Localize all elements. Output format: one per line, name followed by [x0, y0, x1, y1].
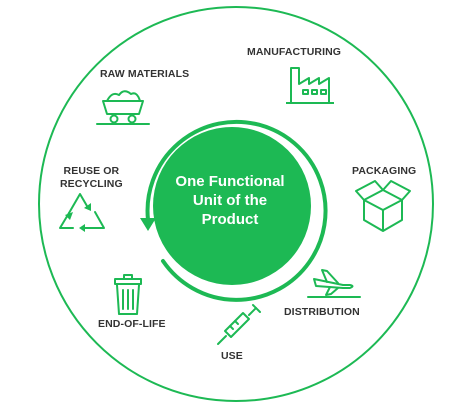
factory-icon: [286, 67, 334, 104]
center-label-line3: Product: [201, 211, 259, 228]
center-circle: [153, 127, 311, 285]
syringe-icon: [217, 304, 261, 345]
center-label: One Functional Unit of the Product: [145, 172, 315, 229]
stage-label-manufacturing: MANUFACTURING: [247, 46, 342, 58]
trash-can-icon: [114, 274, 142, 315]
center-label-line1: One Functional: [175, 173, 285, 190]
stage-label-reuse-line1: REUSE OR: [63, 165, 120, 177]
box-icon: [355, 180, 411, 232]
stage-label-end-of-life: END-OF-LIFE: [98, 318, 166, 330]
stage-label-reuse-or-recycling: REUSE OR RECYCLING: [60, 165, 123, 191]
mine-cart-icon: [96, 90, 150, 125]
stage-label-raw-materials: RAW MATERIALS: [100, 68, 190, 80]
recycle-icon: [59, 193, 105, 232]
center-label-line2: Unit of the: [192, 192, 268, 209]
stage-label-use: USE: [221, 350, 243, 362]
stage-label-packaging: PACKAGING: [352, 165, 417, 177]
stage-label-distribution: DISTRIBUTION: [284, 306, 360, 318]
cycle-arrow: [140, 119, 328, 302]
airplane-icon: [307, 269, 361, 298]
stage-label-reuse-line2: RECYCLING: [60, 178, 123, 190]
outer-ring: [38, 6, 434, 402]
